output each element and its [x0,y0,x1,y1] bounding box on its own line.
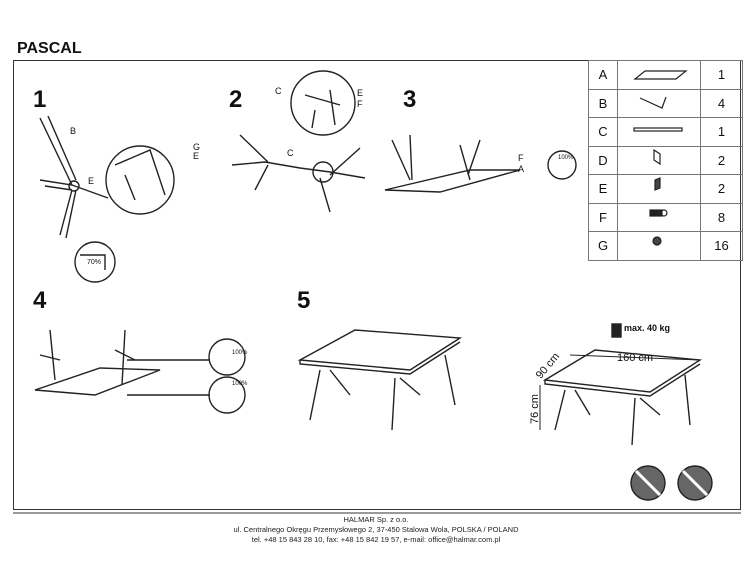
label-100pct-1: 100% [232,350,248,356]
instructions-frame [13,60,741,510]
part-quantity: 4 [700,88,743,118]
label-g: G [193,142,201,152]
parts-row: G 16 [588,231,743,261]
product-title: PASCAL [17,40,82,57]
part-letter: B [588,88,618,118]
bar-icon [617,117,701,147]
table-top-icon [617,60,701,90]
footer-company: HALMAR Sp. z o.o. [343,515,409,524]
step1-leg-drawing [39,115,175,283]
leg-icon [617,88,701,118]
label-c2: C [287,148,294,158]
part-letter: E [588,174,618,204]
prohibition-icons [630,465,713,501]
step-number-5: 5 [297,287,311,314]
label-c: C [275,86,282,96]
step2-frame-drawing [231,70,366,213]
label-e-s2: E [357,88,364,98]
label-f-s3: F [518,153,524,163]
part-quantity: 2 [700,174,743,204]
step5-table-drawing [297,329,463,431]
step4-table-drawing [34,329,246,414]
label-a-s3: A [518,164,525,174]
footer: HALMAR Sp. z o.o. ul. Centralnego Okręgu… [0,515,752,545]
step-number-3: 3 [403,86,417,113]
part-letter: C [588,117,618,147]
part-quantity: 16 [700,231,743,261]
bolt-icon [617,202,701,232]
label-e2: E [193,151,200,161]
step-number-4: 4 [33,287,47,314]
step3-table-drawing [384,134,577,193]
label-e: E [88,176,95,186]
length-label: 160 cm [617,352,654,364]
label-100pct-s3: 100% [558,155,574,161]
part-quantity: 1 [700,60,743,90]
label-100pct-2: 100% [232,381,248,387]
bracket-icon [617,145,701,175]
label-b: B [70,126,77,136]
part-letter: A [588,60,618,90]
label-70pct: 70% [87,259,102,266]
connector-icon [617,174,701,204]
footer-contact: tel. +48 15 843 28 10, fax: +48 15 842 1… [251,535,501,544]
label-f-s2: F [357,99,363,109]
dimension-drawing [539,323,703,446]
part-quantity: 8 [700,202,743,232]
footer-address: ul. Centralnego Okręgu Przemysłowego 2, … [233,525,519,534]
part-letter: G [588,231,618,261]
part-quantity: 2 [700,145,743,175]
screw-icon [617,231,701,261]
part-letter: F [588,202,618,232]
footer-divider [13,512,741,514]
part-letter: D [588,145,618,175]
max-load-label: max. 40 kg [624,323,671,333]
step-number-1: 1 [33,86,47,113]
step-number-2: 2 [229,86,243,113]
height-label: 76 cm [528,394,541,424]
part-quantity: 1 [700,117,743,147]
